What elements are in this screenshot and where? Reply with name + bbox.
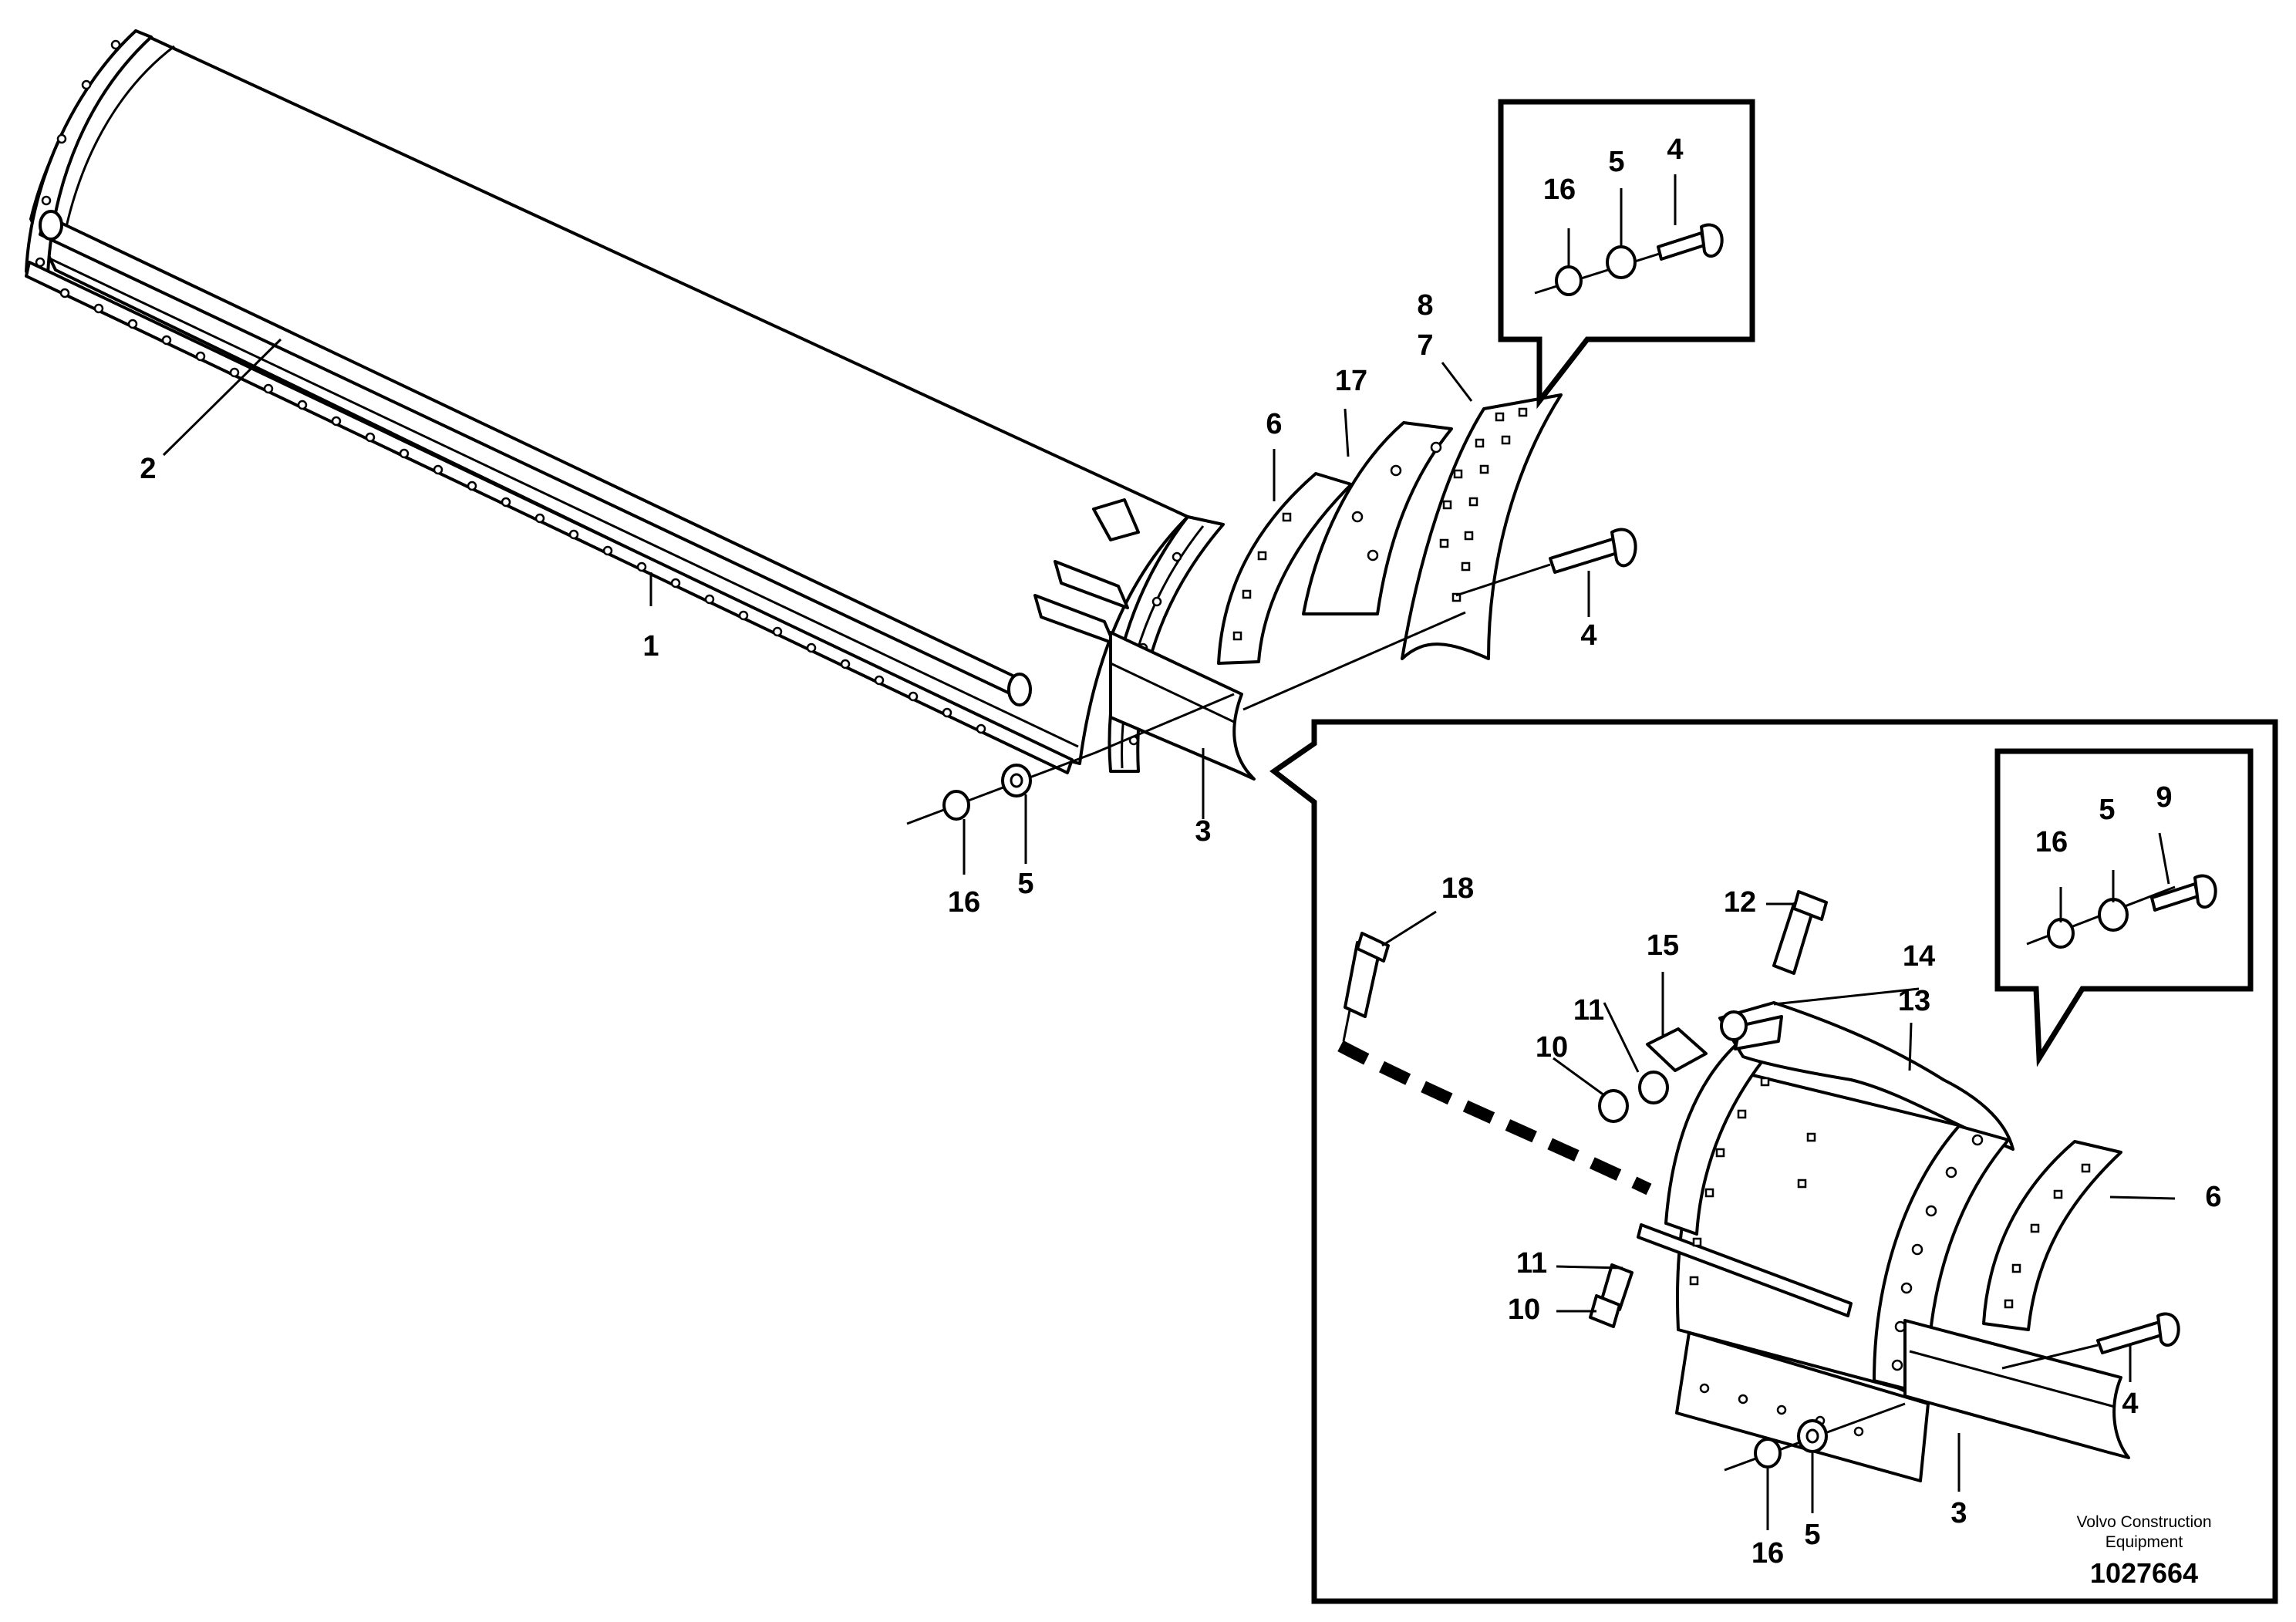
callout-leaders (162, 174, 2176, 1530)
callout-7: 7 (1417, 329, 1433, 362)
callout-5: 5 (2099, 794, 2115, 826)
callout-5: 5 (1017, 868, 1033, 900)
lower-detail-inset (1269, 719, 2278, 1604)
moldboard-part-1 (25, 29, 1256, 781)
callout-14: 14 (1903, 940, 1935, 973)
callout-1: 1 (642, 630, 659, 663)
callout-4: 4 (1580, 619, 1596, 652)
callout-16: 16 (1543, 174, 1576, 206)
drawing-title-block: Volvo Construction Equipment 1027664 (2076, 1513, 2211, 1589)
callout-9: 9 (2156, 781, 2172, 814)
brand-line-2: Equipment (2106, 1533, 2183, 1551)
callout-17: 17 (1335, 365, 1367, 397)
callout-4: 4 (2122, 1388, 2138, 1420)
callout-10: 10 (1508, 1293, 1540, 1326)
upper-detail-inset (1498, 99, 1755, 410)
callout-16: 16 (2035, 826, 2068, 858)
callout-2: 2 (140, 453, 156, 485)
callout-8: 8 (1417, 289, 1433, 322)
callout-6: 6 (1266, 408, 1282, 440)
callout-18: 18 (1441, 872, 1474, 905)
callout-16: 16 (1752, 1537, 1784, 1570)
lower-left-fasteners (906, 693, 1235, 825)
callout-3: 3 (1195, 815, 1211, 848)
callout-5: 5 (1804, 1519, 1820, 1551)
callout-11: 11 (1516, 1247, 1547, 1280)
callout-13: 13 (1898, 985, 1930, 1017)
end-bit-parts (1217, 393, 1637, 711)
callout-15: 15 (1647, 929, 1679, 962)
end-bit-slots (1689, 1077, 1816, 1286)
callout-4: 4 (1667, 133, 1683, 166)
end-plate-slots (1439, 407, 1528, 602)
callout-6: 6 (2205, 1181, 2221, 1213)
drawing-number: 1027664 (2090, 1557, 2198, 1589)
brand-line-1: Volvo Construction (2076, 1513, 2211, 1531)
callout-3: 3 (1950, 1497, 1967, 1529)
callout-12: 12 (1724, 886, 1756, 919)
callout-5: 5 (1608, 146, 1624, 178)
callout-16: 16 (948, 886, 980, 919)
callout-11: 11 (1573, 994, 1604, 1027)
callout-10: 10 (1536, 1031, 1568, 1064)
callout-labels: 1 2 3 4 5 16 6 17 7 8 16 5 4 18 12 15 14… (140, 133, 2221, 1570)
